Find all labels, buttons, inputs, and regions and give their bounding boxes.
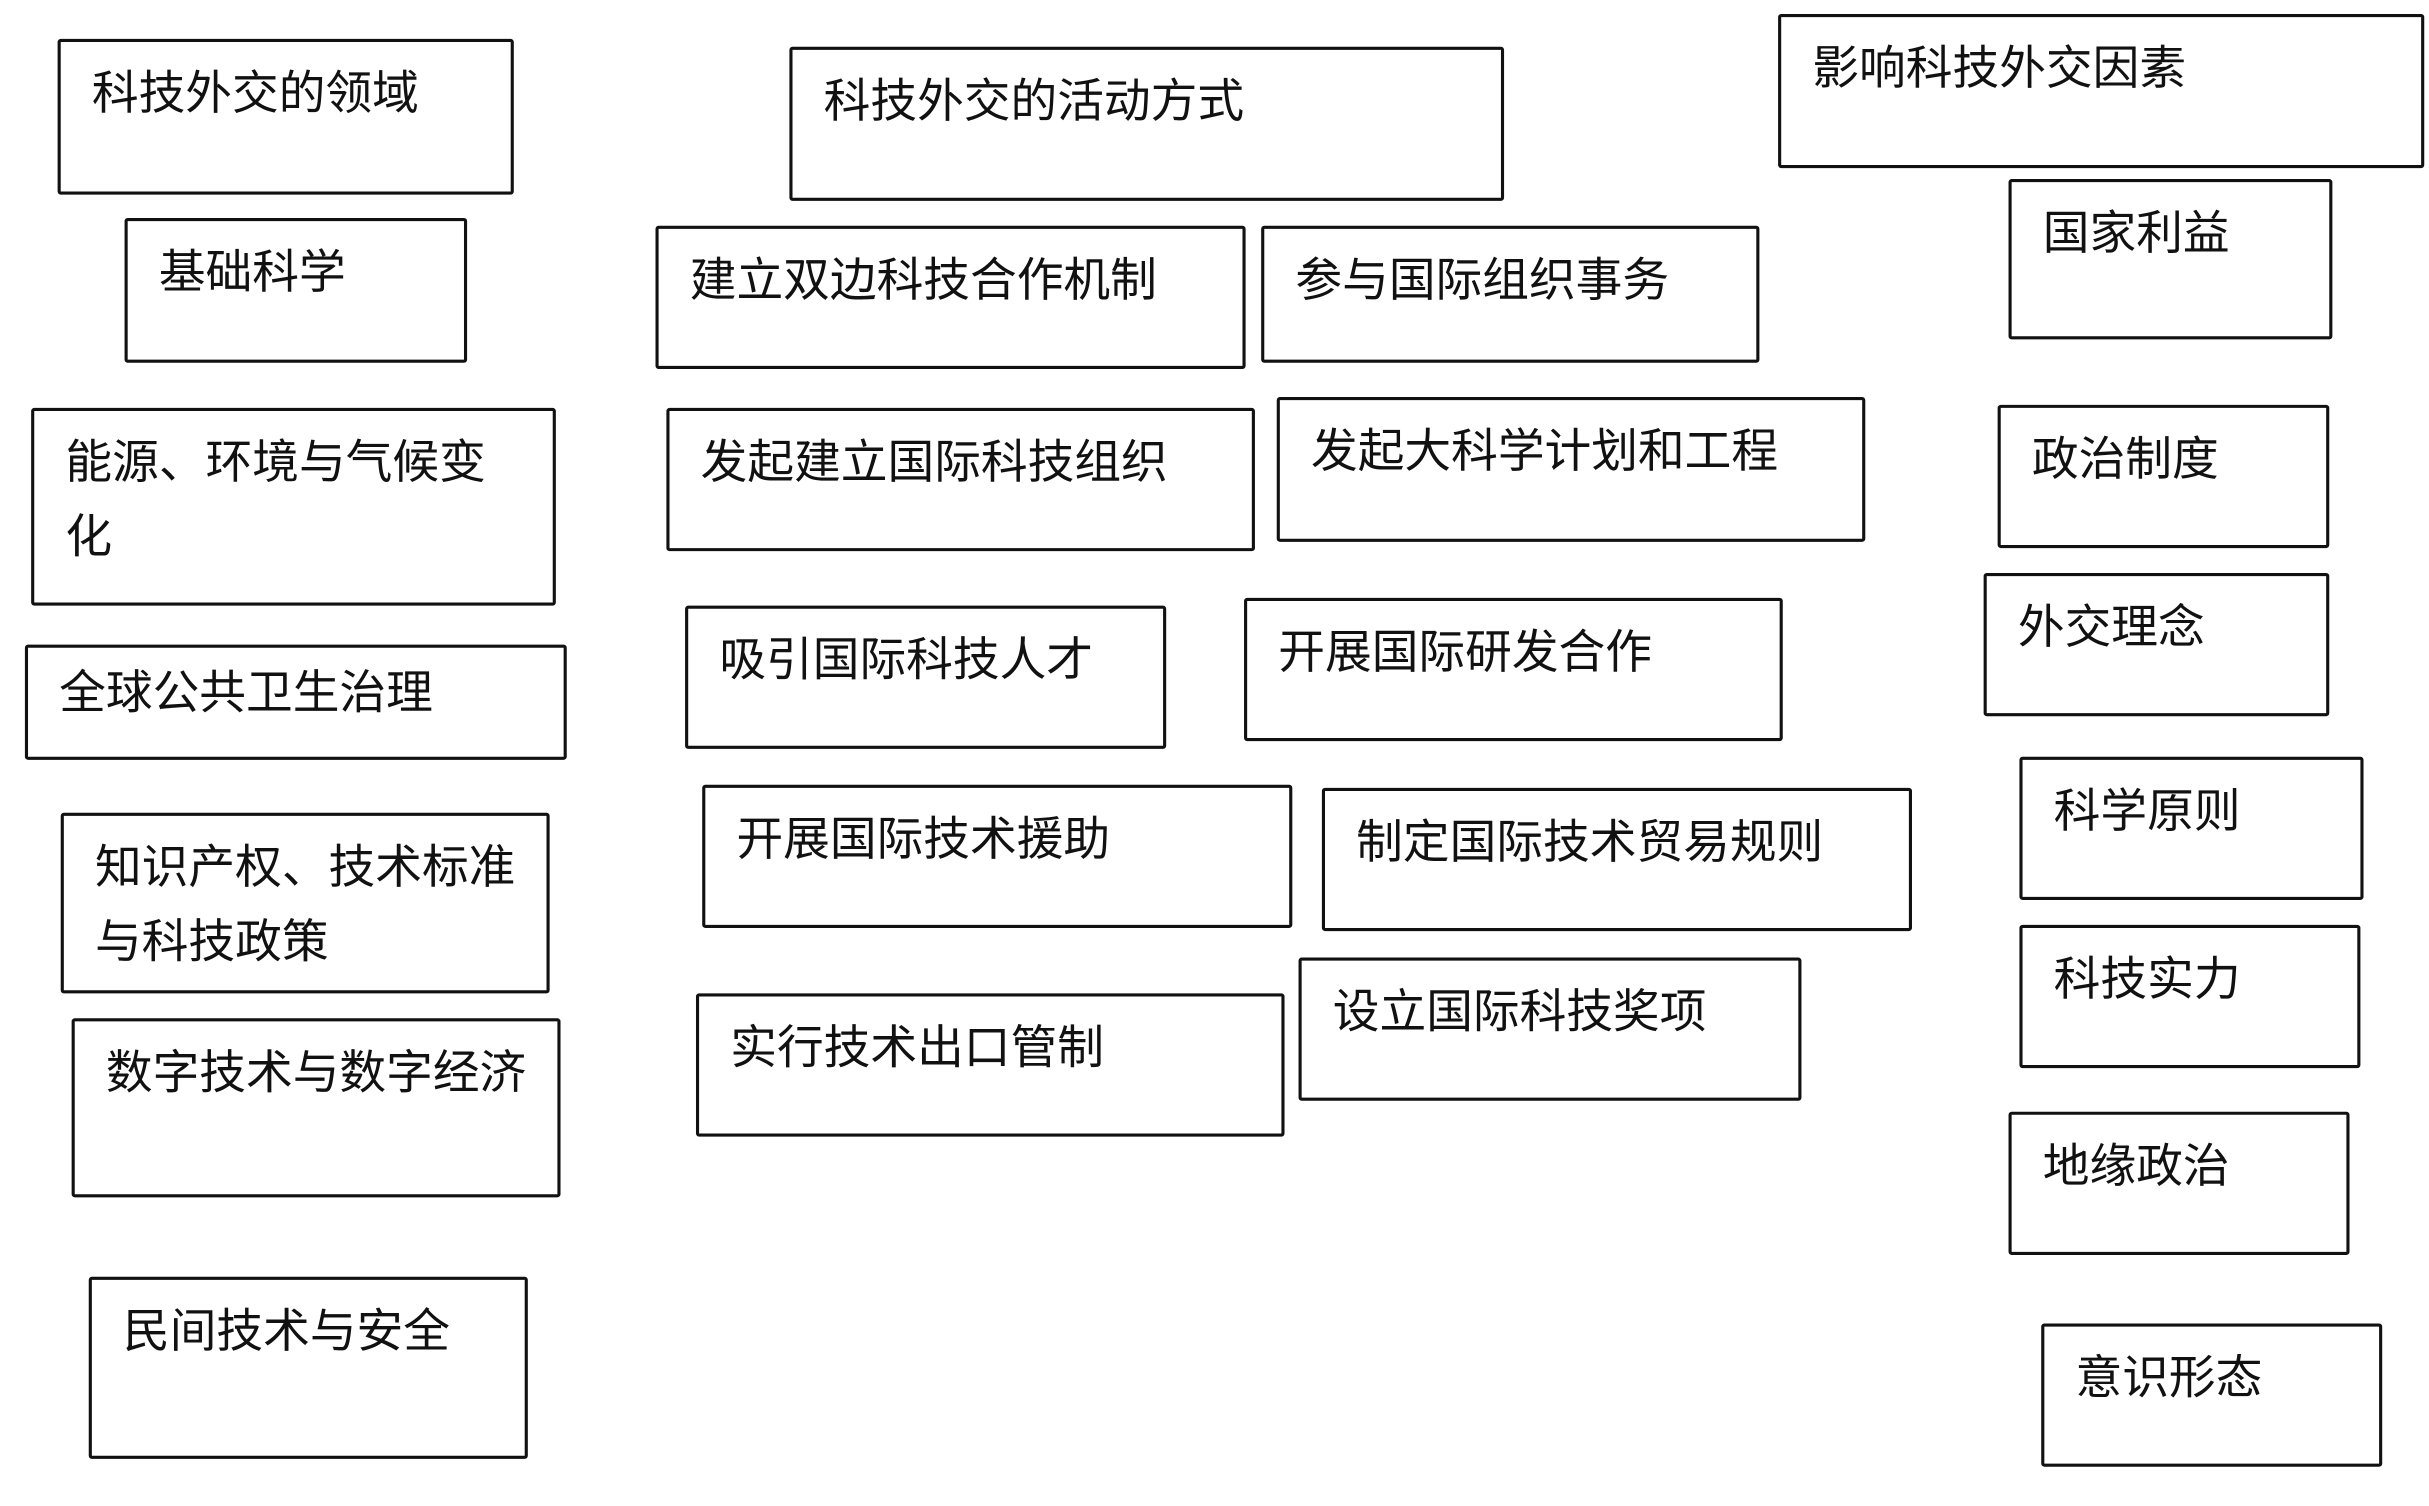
- fields-header-box: 科技外交的领域: [57, 38, 514, 195]
- field-box: 全球公共卫生治理: [24, 644, 567, 760]
- activity-box: 吸引国际科技人才: [685, 605, 1167, 749]
- factor-box: 科学原则: [2019, 756, 2364, 900]
- field-box: 能源、环境与气候变化: [31, 407, 556, 606]
- activity-box: 实行技术出口管制: [695, 993, 1285, 1137]
- activity-box: 开展国际研发合作: [1244, 597, 1783, 742]
- field-box: 基础科学: [124, 217, 468, 363]
- factor-box: 外交理念: [1983, 572, 2330, 717]
- activity-box: 制定国际技术贸易规则: [1321, 787, 1912, 932]
- factor-box: 科技实力: [2019, 924, 2361, 1069]
- field-box: 数字技术与数字经济: [71, 1018, 561, 1198]
- factor-box: 意识形态: [2041, 1323, 2383, 1467]
- activity-box: 发起建立国际科技组织: [666, 407, 1255, 552]
- factor-box: 地缘政治: [2008, 1111, 2350, 1255]
- activity-box: 发起大科学计划和工程: [1276, 397, 1866, 542]
- activities-header-box: 科技外交的活动方式: [789, 46, 1505, 201]
- factors-header-box: 影响科技外交因素: [1778, 14, 2425, 169]
- factor-box: 政治制度: [1997, 404, 2330, 549]
- activity-box: 开展国际技术援助: [702, 784, 1293, 928]
- field-box: 知识产权、技术标准与科技政策: [60, 812, 550, 994]
- activity-box: 参与国际组织事务: [1261, 225, 1760, 363]
- activity-box: 设立国际科技奖项: [1298, 957, 1802, 1101]
- field-box: 民间技术与安全: [88, 1276, 528, 1459]
- activity-box: 建立双边科技合作机制: [655, 225, 1246, 370]
- factor-box: 国家利益: [2008, 179, 2333, 340]
